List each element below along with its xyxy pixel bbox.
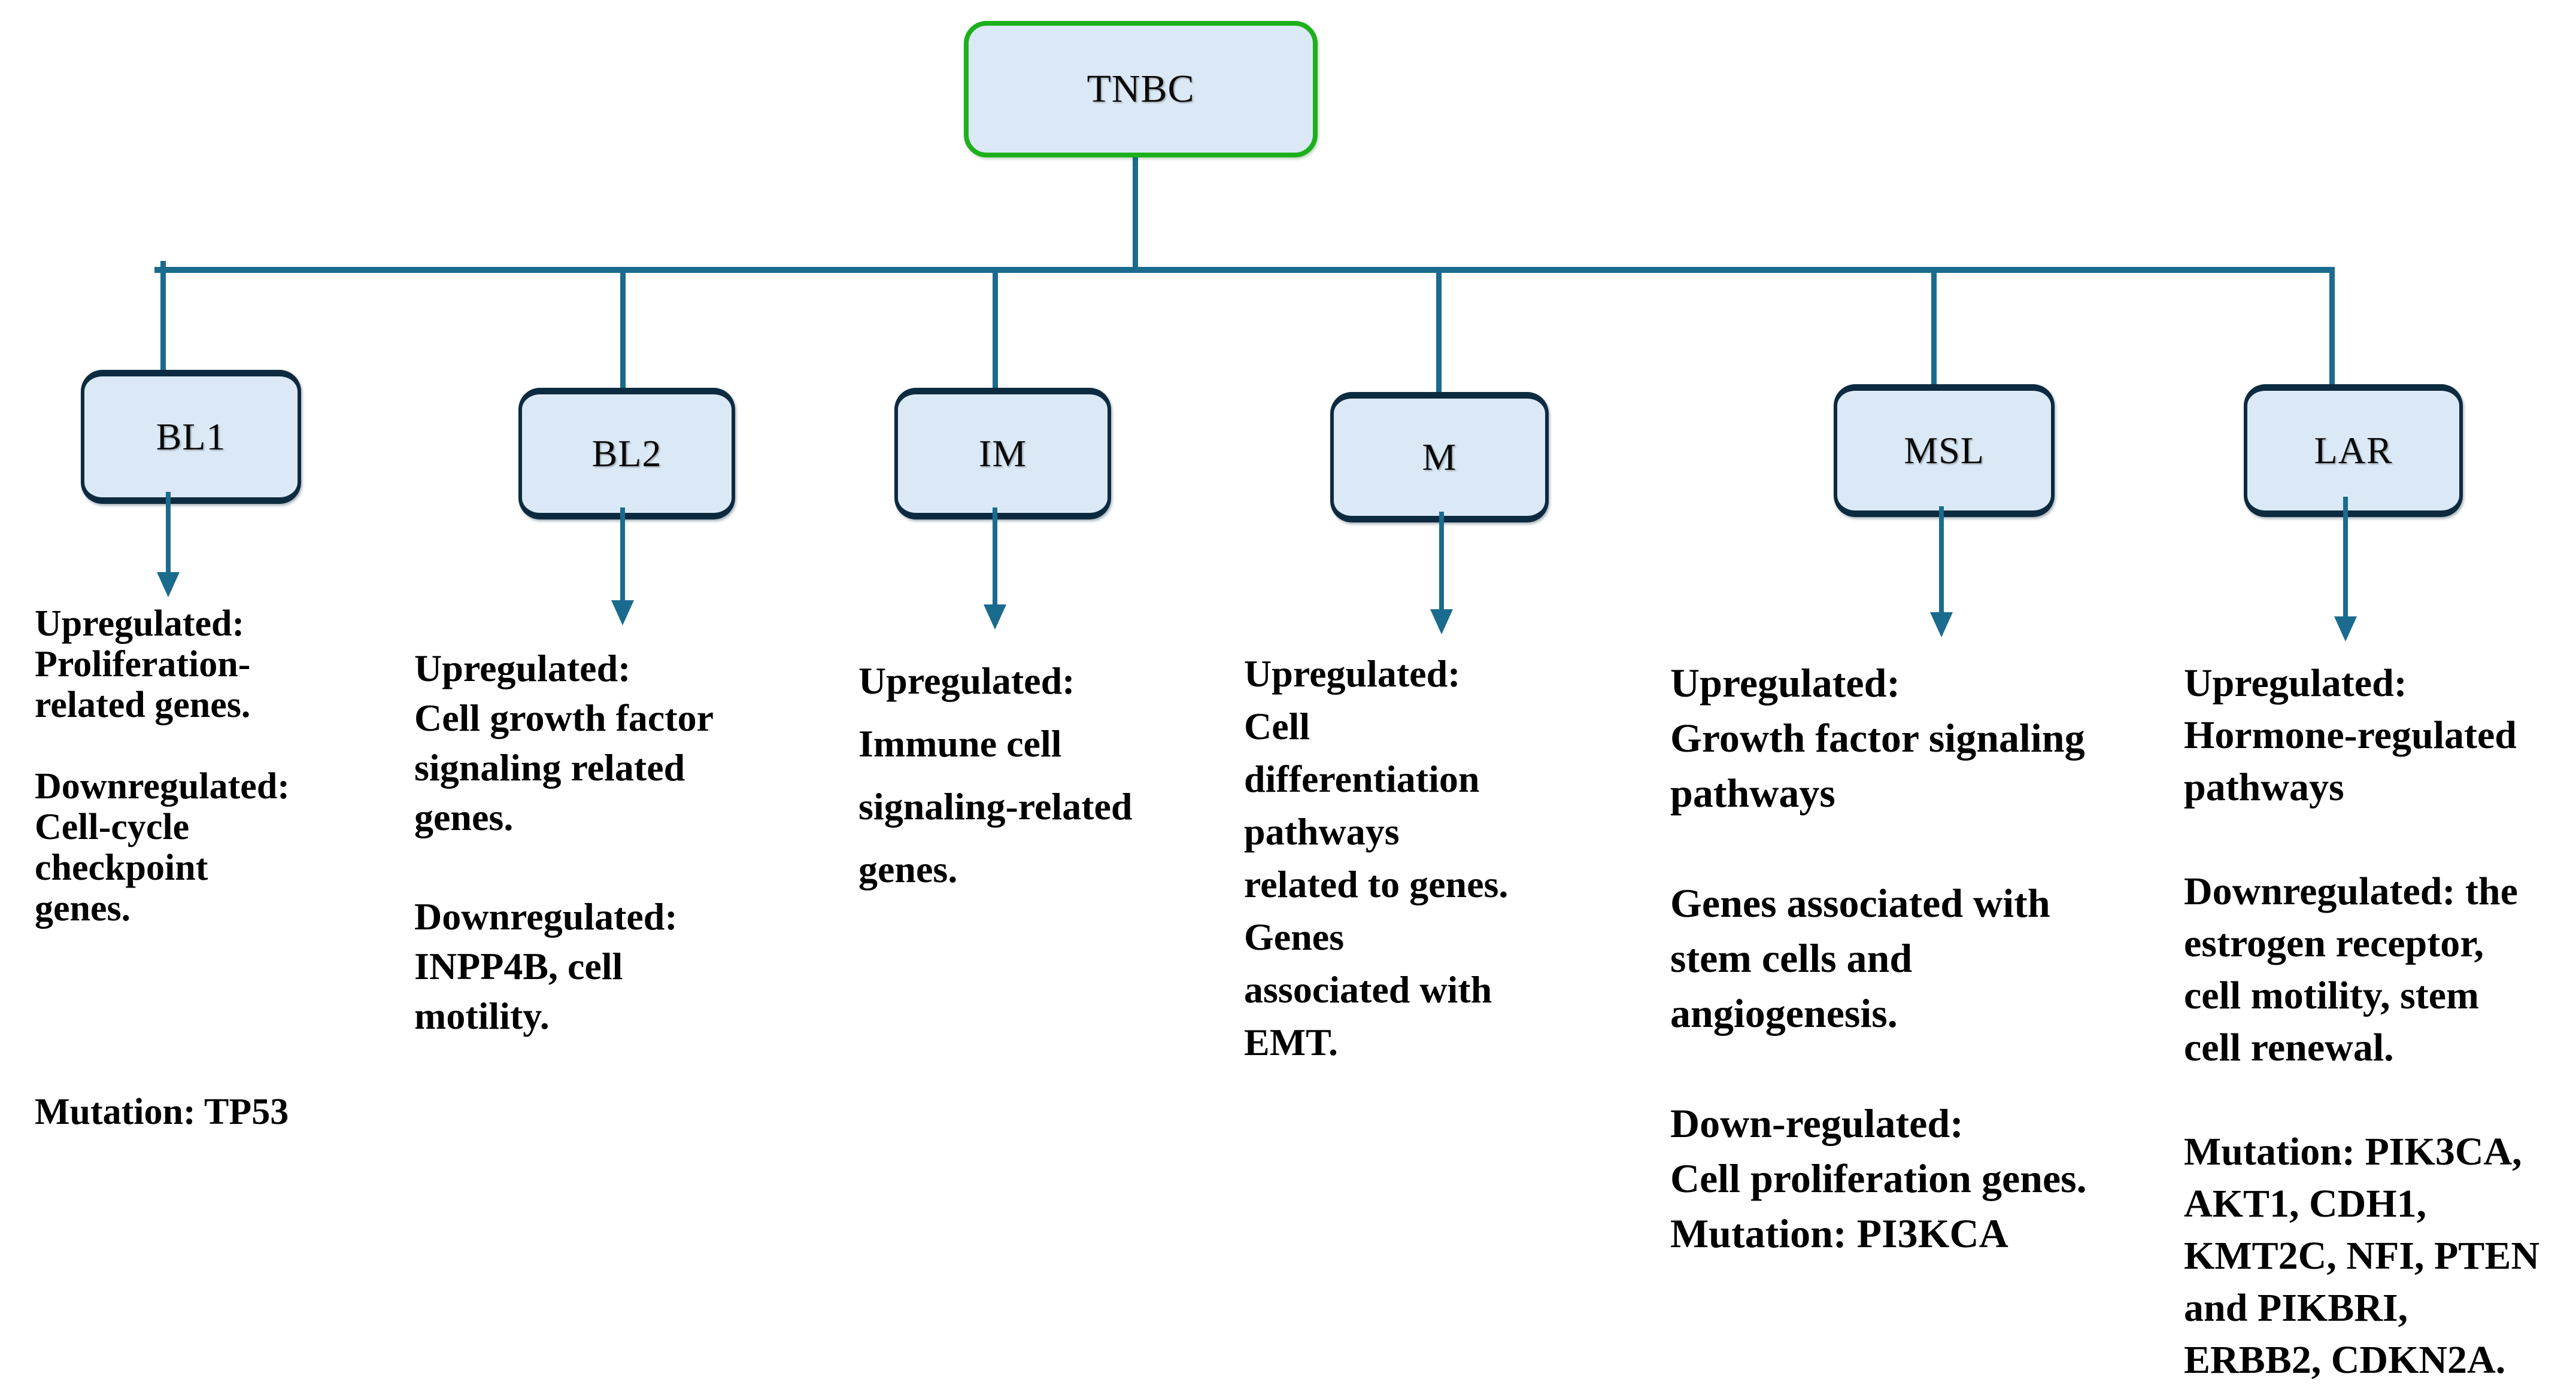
- text-line: Mutation: PI3KCA: [1670, 1211, 2008, 1256]
- text-line: [2184, 813, 2576, 865]
- text-line: genes.: [414, 796, 514, 838]
- arrow-bl1-head-icon: [157, 572, 180, 597]
- text-line: Cell growth factor: [414, 697, 714, 739]
- text-line: related to genes.: [1244, 863, 1509, 905]
- connector-drop-bl2: [620, 270, 626, 388]
- text-line: Genes: [1244, 916, 1345, 958]
- text-line: Hormone-regulated: [2184, 713, 2517, 757]
- text-line: signaling-related: [858, 785, 1133, 828]
- node-m-label: M: [1422, 436, 1457, 478]
- text-line: Upregulated:: [1244, 652, 1461, 695]
- text-line: Genes associated with: [1670, 880, 2050, 926]
- text-line: [35, 1010, 394, 1051]
- arrow-lar-head-icon: [2334, 616, 2357, 642]
- node-im-label: IM: [978, 432, 1027, 475]
- text-line: Downregulated: the: [2184, 870, 2518, 913]
- node-bl2-label: BL2: [591, 432, 662, 475]
- arrow-m-line: [1439, 512, 1444, 609]
- text-line: Upregulated:: [858, 659, 1075, 702]
- details-bl2: Upregulated: Cell growth factor signaling …: [414, 643, 809, 1041]
- text-line: INPP4B, cell: [414, 945, 623, 987]
- text-line: KMT2C, NFI, PTEN: [2184, 1234, 2539, 1278]
- text-line: [414, 842, 809, 892]
- text-line: pathways: [2184, 765, 2344, 809]
- connector-rail: [154, 267, 2335, 273]
- node-lar: LAR: [2244, 384, 2463, 517]
- text-line: Upregulated:: [2184, 661, 2407, 705]
- text-line: cell motility, stem: [2184, 974, 2480, 1017]
- text-line: Upregulated:: [35, 603, 245, 644]
- text-line: [35, 725, 394, 766]
- text-line: Cell-cycle: [35, 807, 190, 847]
- text-line: signaling related: [414, 746, 685, 789]
- details-msl: Upregulated: Growth factor signaling pathw…: [1670, 655, 2197, 1261]
- text-line: Upregulated:: [414, 647, 631, 689]
- node-bl1: BL1: [81, 370, 301, 504]
- text-line: [35, 929, 394, 969]
- connector-drop-lar: [2329, 270, 2335, 384]
- node-tnbc: TNBC: [964, 21, 1318, 157]
- text-line: pathways: [1244, 810, 1400, 853]
- text-line: Mutation: PIK3CA,: [2184, 1130, 2522, 1174]
- arrow-bl2-head-icon: [611, 600, 634, 625]
- text-line: EMT.: [1244, 1021, 1339, 1063]
- connector-drop-m: [1436, 270, 1442, 392]
- text-line: stem cells and: [1670, 935, 1913, 981]
- text-line: and PIKBRI,: [2184, 1286, 2408, 1330]
- arrow-bl2-line: [620, 507, 625, 600]
- text-line: [2184, 1074, 2576, 1126]
- node-m: M: [1330, 392, 1549, 522]
- arrow-im-head-icon: [984, 604, 1006, 630]
- text-line: associated with: [1244, 968, 1492, 1011]
- arrow-lar-line: [2343, 497, 2348, 616]
- text-line: Cell: [1244, 705, 1310, 747]
- text-line: [1670, 1041, 2197, 1096]
- text-line: genes.: [35, 888, 131, 929]
- text-line: Down-regulated:: [1670, 1101, 1964, 1146]
- details-im: Upregulated: Immune cell signaling-related…: [858, 649, 1266, 901]
- text-line: pathways: [1670, 770, 1835, 816]
- details-m: Upregulated: Cell differentiation pathways r…: [1244, 648, 1627, 1069]
- node-bl1-label: BL1: [156, 415, 226, 458]
- text-line: motility.: [414, 995, 550, 1037]
- text-line: [1670, 820, 2197, 876]
- text-line: cell renewal.: [2184, 1026, 2394, 1069]
- text-line: Downregulated:: [35, 766, 290, 807]
- node-im: IM: [894, 388, 1111, 519]
- text-line: [35, 1051, 394, 1092]
- arrow-msl-line: [1939, 506, 1944, 612]
- text-line: differentiation: [1244, 758, 1480, 800]
- text-line: Downregulated:: [414, 895, 678, 938]
- text-line: Proliferation-: [35, 644, 251, 685]
- details-bl1: Upregulated:Proliferation-related genes.…: [35, 603, 394, 1132]
- text-line: AKT1, CDH1,: [2184, 1182, 2427, 1226]
- connector-drop-im: [993, 270, 998, 388]
- arrow-im-line: [993, 507, 997, 604]
- node-bl2: BL2: [518, 388, 735, 519]
- node-lar-label: LAR: [2314, 429, 2393, 472]
- text-line: Growth factor signaling: [1670, 715, 2085, 761]
- text-line: Mutation: TP53: [35, 1092, 289, 1132]
- text-line: estrogen receptor,: [2184, 922, 2484, 965]
- arrow-msl-head-icon: [1930, 612, 1953, 637]
- node-msl-label: MSL: [1904, 429, 1985, 472]
- connector-trunk-tnbc: [1133, 148, 1138, 270]
- node-msl: MSL: [1834, 384, 2055, 517]
- text-line: genes.: [858, 848, 958, 890]
- text-line: related genes.: [35, 685, 251, 725]
- text-line: ERBB2, CDKN2A.: [2184, 1338, 2506, 1382]
- node-tnbc-label: TNBC: [1087, 67, 1195, 111]
- text-line: [35, 969, 394, 1010]
- text-line: Cell proliferation genes.: [1670, 1156, 2087, 1201]
- connector-drop-msl: [1931, 270, 1937, 384]
- arrow-bl1-line: [166, 492, 171, 572]
- text-line: Upregulated:: [1670, 660, 1901, 706]
- text-line: angiogenesis.: [1670, 990, 1898, 1036]
- text-line: Immune cell: [858, 722, 1062, 765]
- arrow-m-head-icon: [1430, 609, 1453, 634]
- connector-drop-bl1: [160, 261, 166, 370]
- text-line: checkpoint: [35, 847, 208, 888]
- details-lar: Upregulated: Hormone-regulated pathways Do…: [2184, 657, 2576, 1386]
